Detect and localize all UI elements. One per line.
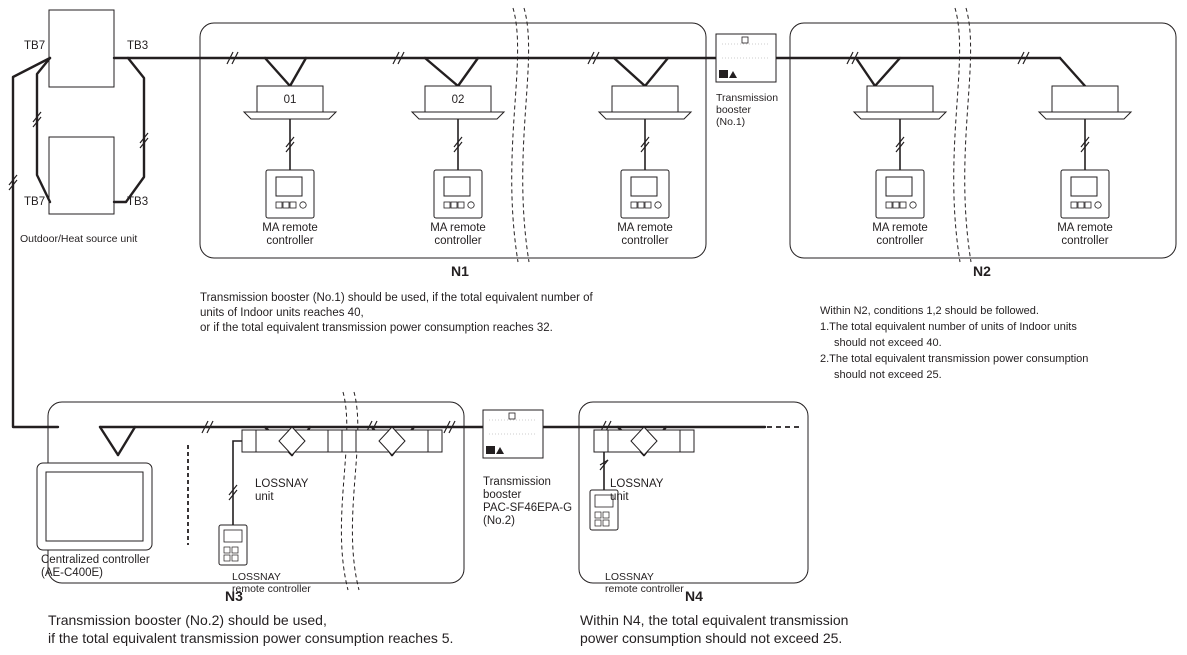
terminal-tb7-bottom: TB7 (24, 196, 46, 208)
network-label-n4: N4 (685, 588, 703, 604)
lossnay-unit-n3-1 (241, 426, 343, 456)
ma-remote-controller-n2-2 (1060, 169, 1110, 219)
note-n1: Transmission booster (No.1) should be us… (200, 292, 593, 334)
note-n4: Within N4, the total equivalent transmis… (580, 612, 849, 646)
network-n1-boundary (199, 22, 707, 259)
terminal-tb7-top: TB7 (24, 40, 46, 52)
network-n2-boundary (789, 22, 1177, 259)
network-label-n2: N2 (973, 263, 991, 279)
indoor-unit-n1-3 (598, 85, 692, 120)
continuation-dashes (187, 426, 800, 545)
break-lines (340, 7, 972, 591)
note-n3: Transmission booster (No.2) should be us… (48, 612, 454, 646)
outdoor-unit-bottom (48, 136, 115, 215)
indoor-unit-01-address: 01 (283, 94, 297, 106)
indoor-unit-n2-2 (1038, 85, 1132, 120)
outdoor-unit-caption: Outdoor/Heat source unit (20, 233, 138, 245)
ma-remote-controller-3 (620, 169, 670, 219)
indoor-unit-n2-1 (853, 85, 947, 120)
transmission-booster-1 (715, 33, 777, 83)
terminal-tb3-bottom: TB3 (127, 196, 149, 208)
indoor-unit-02-address: 02 (451, 94, 465, 106)
network-label-n1: N1 (451, 263, 469, 279)
outdoor-unit-top (48, 9, 115, 88)
lossnay-unit-n4 (593, 426, 695, 456)
ma-remote-controller-n2-1 (875, 169, 925, 219)
ma-remote-controller-2 (433, 169, 483, 219)
lossnay-unit-n3-2 (341, 426, 443, 456)
lossnay-remote-controller-n3 (218, 524, 248, 566)
centralized-controller-label: Centralized controller(AE-C400E) (41, 554, 150, 579)
network-n4-boundary (578, 401, 809, 584)
terminal-tb3-top: TB3 (127, 40, 149, 52)
centralized-controller (36, 462, 153, 551)
transmission-booster-2 (482, 409, 544, 459)
network-label-n3: N3 (225, 588, 243, 604)
wire-markers (8, 51, 1090, 501)
ma-remote-controller-1 (265, 169, 315, 219)
note-n2: Within N2, conditions 1,2 should be foll… (820, 305, 1089, 381)
